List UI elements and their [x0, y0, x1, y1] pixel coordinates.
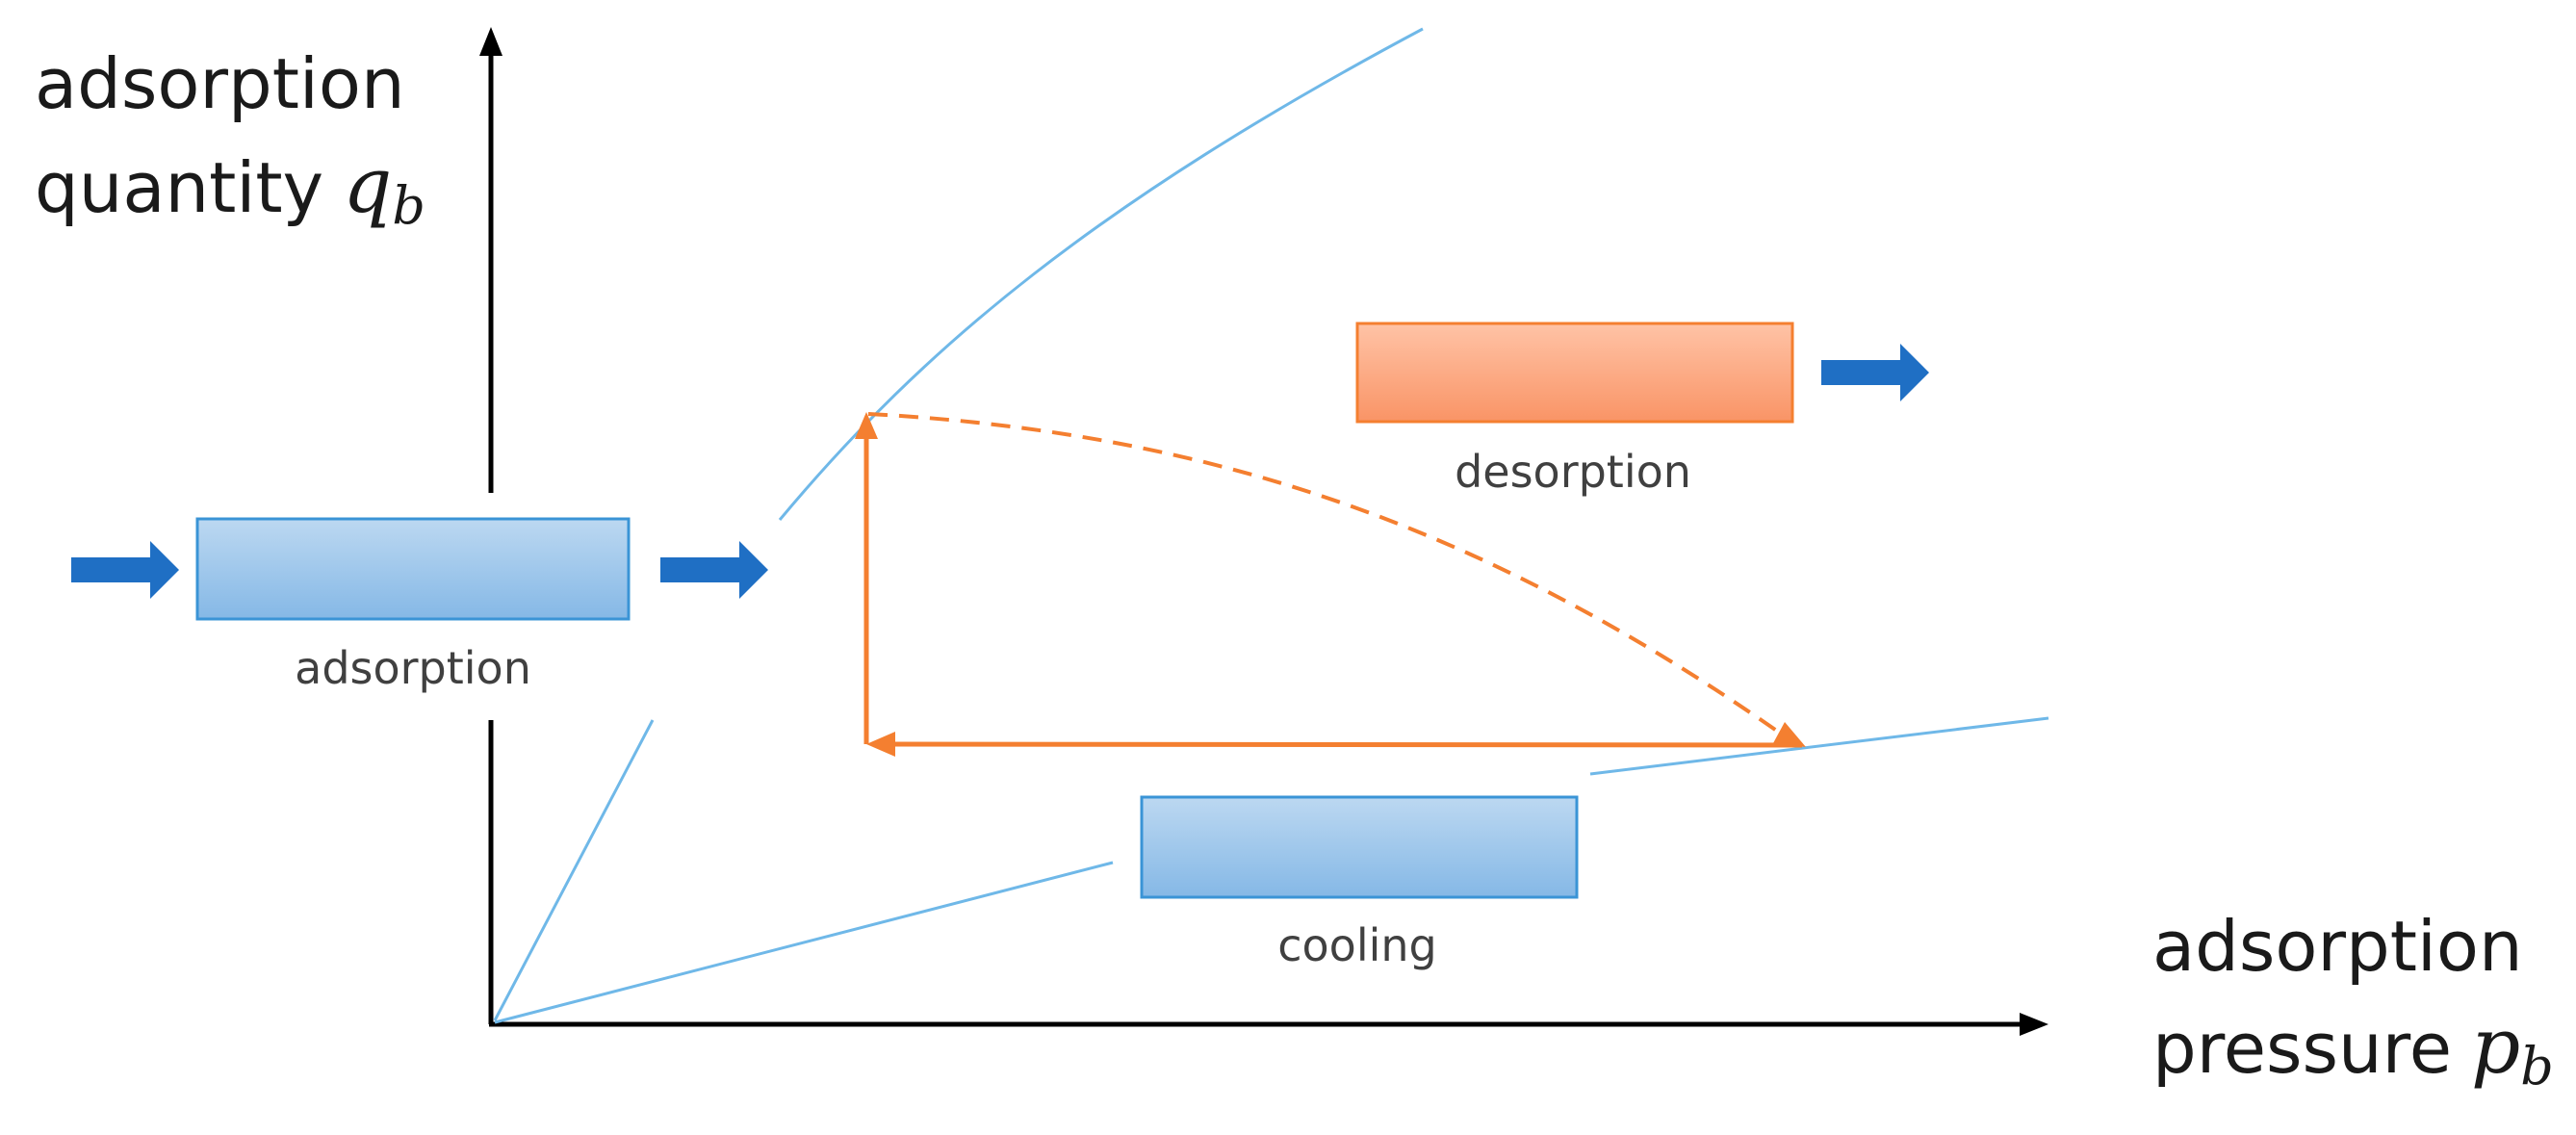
cooling-label: cooling	[1277, 919, 1437, 971]
adsorption-outflow-arrow-icon	[660, 541, 768, 599]
y-axis-arrowhead	[479, 27, 502, 56]
x-axis-title-word: pressure	[2152, 1008, 2452, 1089]
cooling-path-arrowhead	[866, 732, 895, 757]
cooling-box	[1140, 795, 1579, 899]
isotherm-lower-continued	[1589, 716, 2049, 776]
y-axis-title-line1: adsorption	[35, 43, 405, 124]
desorption-label: desorption	[1455, 446, 1691, 498]
adsorption-box	[195, 517, 631, 621]
heating-path-arrowhead	[855, 412, 878, 439]
isotherm-lower	[494, 861, 1114, 1024]
desorption-path-arrowhead	[1773, 722, 1806, 747]
y-axis-variable: q	[343, 141, 392, 230]
x-axis-variable-subscript: b	[2520, 1036, 2554, 1096]
desorption-box	[1355, 322, 1794, 424]
y-axis-variable-subscript: b	[392, 175, 425, 236]
desorption-path-dashed	[867, 412, 1783, 735]
y-axis-title-word: quantity	[35, 147, 323, 228]
x-axis-arrowhead	[2020, 1013, 2048, 1036]
isotherm-upper-continued	[778, 27, 1424, 521]
inflow-arrow-icon	[71, 541, 179, 599]
x-axis-variable: p	[2471, 1001, 2520, 1091]
isotherm-upper	[493, 719, 655, 1021]
adsorption-label: adsorption	[295, 642, 531, 694]
x-axis-title-line1: adsorption	[2152, 906, 2523, 987]
desorption-outflow-arrow-icon	[1821, 344, 1929, 401]
cooling-path-line	[883, 741, 1803, 748]
